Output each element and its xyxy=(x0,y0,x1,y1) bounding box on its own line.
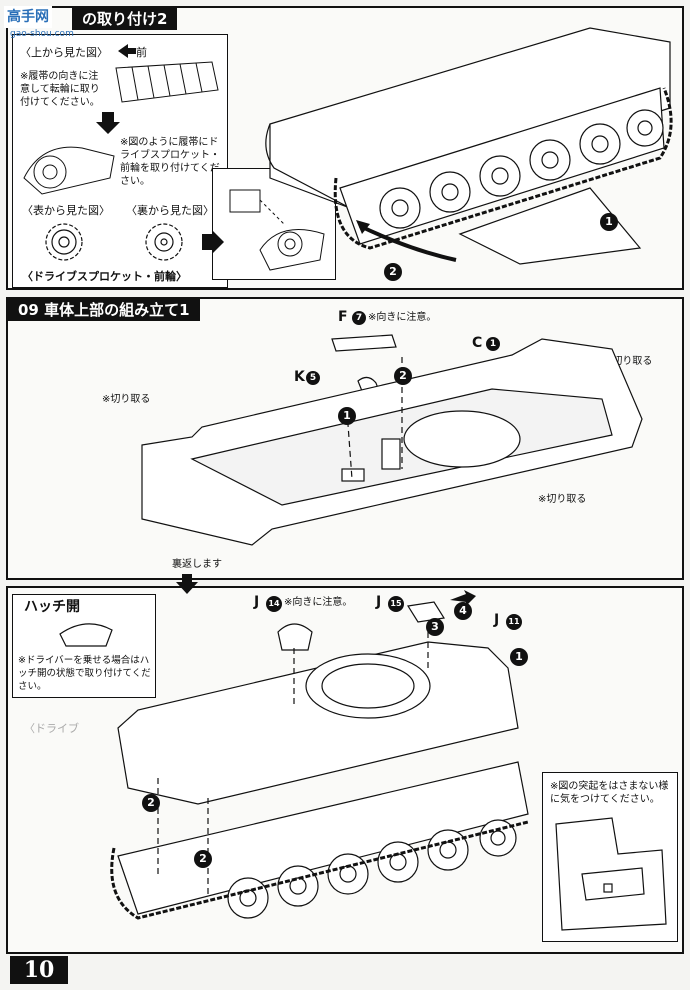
part-j11-letter: J xyxy=(494,612,500,628)
section3-step-2b-badge: 2 xyxy=(194,850,212,868)
section2-step-1-badge: 1 xyxy=(338,407,356,425)
section3-step-1-badge: 1 xyxy=(510,648,528,666)
section3-step-3-badge: 3 xyxy=(426,618,444,636)
part-j14-letter: J xyxy=(254,594,260,610)
section1-title: の取り付け2 xyxy=(72,8,178,30)
lower-hull-tracks-illustration xyxy=(265,27,673,265)
detail-protrusion-illustration xyxy=(555,817,667,931)
track-segment-illustration xyxy=(115,61,219,103)
part-c-letter: C xyxy=(472,335,483,351)
part-k-letter: K xyxy=(294,369,305,385)
section3-step-2a-badge: 2 xyxy=(142,794,160,812)
top-view-label: 〈上から見た図〉 xyxy=(20,46,108,59)
part-j14-label: J xyxy=(254,594,259,610)
part-j15-number-badge: 15 xyxy=(388,596,404,612)
cut-note-left: ※切り取る xyxy=(102,394,151,405)
step-2-badge: 2 xyxy=(384,263,402,281)
part-j15-label: J xyxy=(376,594,381,610)
part-f-number-badge: 7 xyxy=(352,311,366,325)
page-number: 10 xyxy=(10,956,68,984)
part-f-note: ※向きに注意。 xyxy=(368,312,437,323)
sprocket-detail-illustration xyxy=(229,189,325,271)
section2-title: 09 車体上部の組み立て1 xyxy=(8,299,200,321)
note-attach-sprocket: ※図のように履帯にドライブスプロケット・前輪を取り付けてください。 xyxy=(120,137,220,187)
watermark-logo: 高手网 xyxy=(4,6,52,28)
down-arrow-icon xyxy=(96,112,120,134)
sprocket-front-icon xyxy=(45,223,83,261)
upper-hull-illustration xyxy=(141,334,643,546)
part-c-label: C xyxy=(472,335,482,351)
section-track-attach: の取り付け2 〈上から見た図〉 前 ※履帯の向きに注意して転輪に取り付けてくださ… xyxy=(6,6,684,290)
note-track-direction: ※履帯の向きに注意して転輪に取り付けてください。 xyxy=(20,71,100,108)
part-j14-number-badge: 14 xyxy=(266,596,282,612)
track-sprocket-illustration xyxy=(23,146,115,195)
cut-note-bottom: ※切り取る xyxy=(538,494,587,505)
hatch-open-note: ※ドライバーを乗せる場合はハッチ開の状態で取り付けてください。 xyxy=(18,655,151,692)
ghost-text-left: 〈ドライブ xyxy=(24,722,79,735)
upper-hull-mount-illustration xyxy=(110,601,529,920)
watermark-site: 高手网 xyxy=(7,9,49,25)
flip-note: 裏返します xyxy=(170,558,224,571)
front-arrow-label: 前 xyxy=(136,46,147,59)
hatch-open-title: ハッチ開 xyxy=(24,599,80,615)
flip-down-arrow-icon xyxy=(176,574,198,594)
sprocket-caption: 〈ドライブスプロケット・前輪〉 xyxy=(22,270,187,283)
section-upper-hull-assembly: 09 車体上部の組み立て1 F 7 ※向きに注意。 C 1 K 5 ※切り取る … xyxy=(6,297,684,580)
section2-step-2-badge: 2 xyxy=(394,367,412,385)
back-view-label: 〈裏から見た図〉 xyxy=(126,204,214,217)
front-view-label: 〈表から見た図〉 xyxy=(22,204,110,217)
step-1-badge: 1 xyxy=(600,213,618,231)
cut-note-right: ※切り取る xyxy=(604,356,653,367)
part-f-label: F xyxy=(338,309,348,325)
detail-protrusion-note: ※図の突起をはさまない様に気をつけてください。 xyxy=(550,781,669,805)
section3-step-4-badge: 4 xyxy=(454,602,472,620)
part-j15-letter: J xyxy=(376,594,382,610)
front-arrow-icon xyxy=(118,44,136,58)
sprocket-back-icon xyxy=(145,223,183,261)
part-k-number-badge: 5 xyxy=(306,371,320,385)
hatch-open-illustration xyxy=(59,623,113,647)
part-j11-number-badge: 11 xyxy=(506,614,522,630)
part-j15-direction-arrow-icon xyxy=(450,590,476,606)
part-j14-note: ※向きに注意。 xyxy=(284,597,353,608)
detail-pointer-arrow-icon xyxy=(202,230,224,254)
part-j11-label: J xyxy=(494,612,499,628)
section-upper-hull-mount: ハッチ開 ※ドライバーを乗せる場合はハッチ開の状態で取り付けてください。 J 1… xyxy=(6,586,684,954)
watermark-url: gao-shou.com xyxy=(10,29,74,39)
part-k-label: K xyxy=(294,369,305,385)
part-f-letter: F xyxy=(338,309,348,325)
part-c-number-badge: 1 xyxy=(486,337,500,351)
